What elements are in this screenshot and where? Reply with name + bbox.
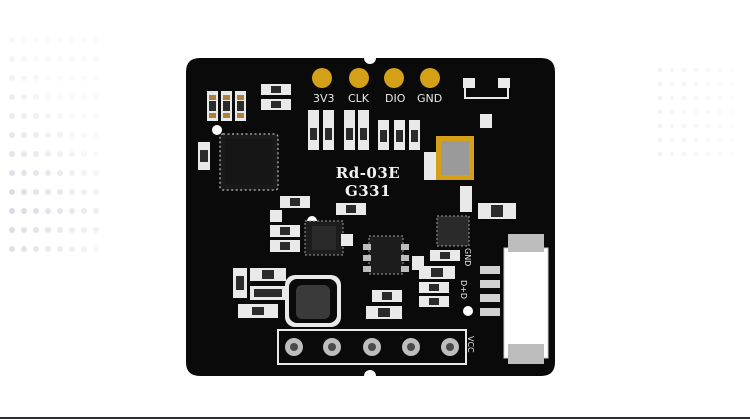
side-label-dp: D+D bbox=[459, 280, 468, 300]
pcb-artwork bbox=[186, 58, 555, 376]
pin-label-dio: DIO bbox=[385, 92, 406, 105]
pin-label-3v3: 3V3 bbox=[313, 92, 335, 105]
side-label-gnd: GND bbox=[463, 248, 472, 267]
bottom-divider bbox=[0, 417, 750, 419]
side-label-vcc: VCC bbox=[466, 336, 475, 353]
radar-module-pcb: 3V3 CLK DIO GND Rd-03E G331 GND D+D VCC bbox=[186, 58, 555, 376]
board-code: G331 bbox=[344, 182, 392, 200]
header-pads bbox=[312, 68, 440, 88]
pin-label-gnd: GND bbox=[417, 92, 443, 105]
model-name: Rd-03E bbox=[335, 164, 401, 182]
pin-label-clk: CLK bbox=[348, 92, 370, 105]
